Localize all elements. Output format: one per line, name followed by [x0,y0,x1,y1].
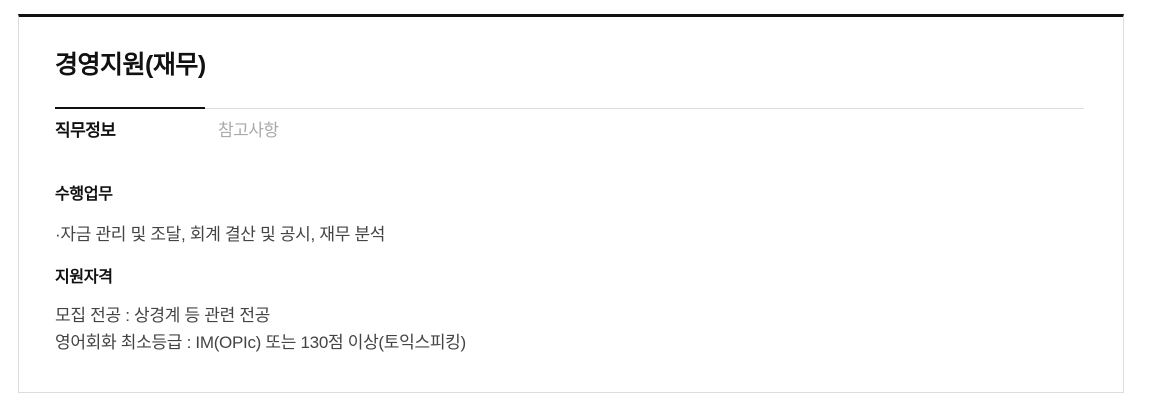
qualification-major: 모집 전공 : 상경계 등 관련 전공 [55,306,271,325]
job-detail-card: 경영지원(재무) 직무정보 참고사항 수행업무 ·자금 관리 및 조달, 회계 … [18,14,1124,393]
qualification-english: 영어회화 최소등급 : IM(OPIc) 또는 130점 이상(토익스피킹) [55,333,466,352]
tab-notes[interactable]: 참고사항 [218,121,279,140]
duties-heading: 수행업무 [55,186,113,203]
section-duties: 수행업무 ·자금 관리 및 조달, 회계 결산 및 공시, 재무 분석 [55,186,1084,247]
page-title: 경영지원(재무) [55,51,206,79]
tab-job-info[interactable]: 직무정보 [55,107,205,141]
duties-text: ·자금 관리 및 조달, 회계 결산 및 공시, 재무 분석 [55,225,386,244]
qualifications-heading: 지원자격 [55,269,113,286]
section-qualifications: 지원자격 모집 전공 : 상경계 등 관련 전공 영어회화 최소등급 : IM(… [55,269,1084,356]
qualifications-text: 모집 전공 : 상경계 등 관련 전공 영어회화 최소등급 : IM(OPIc)… [55,302,1084,356]
tab-bar: 직무정보 참고사항 [55,107,1084,141]
